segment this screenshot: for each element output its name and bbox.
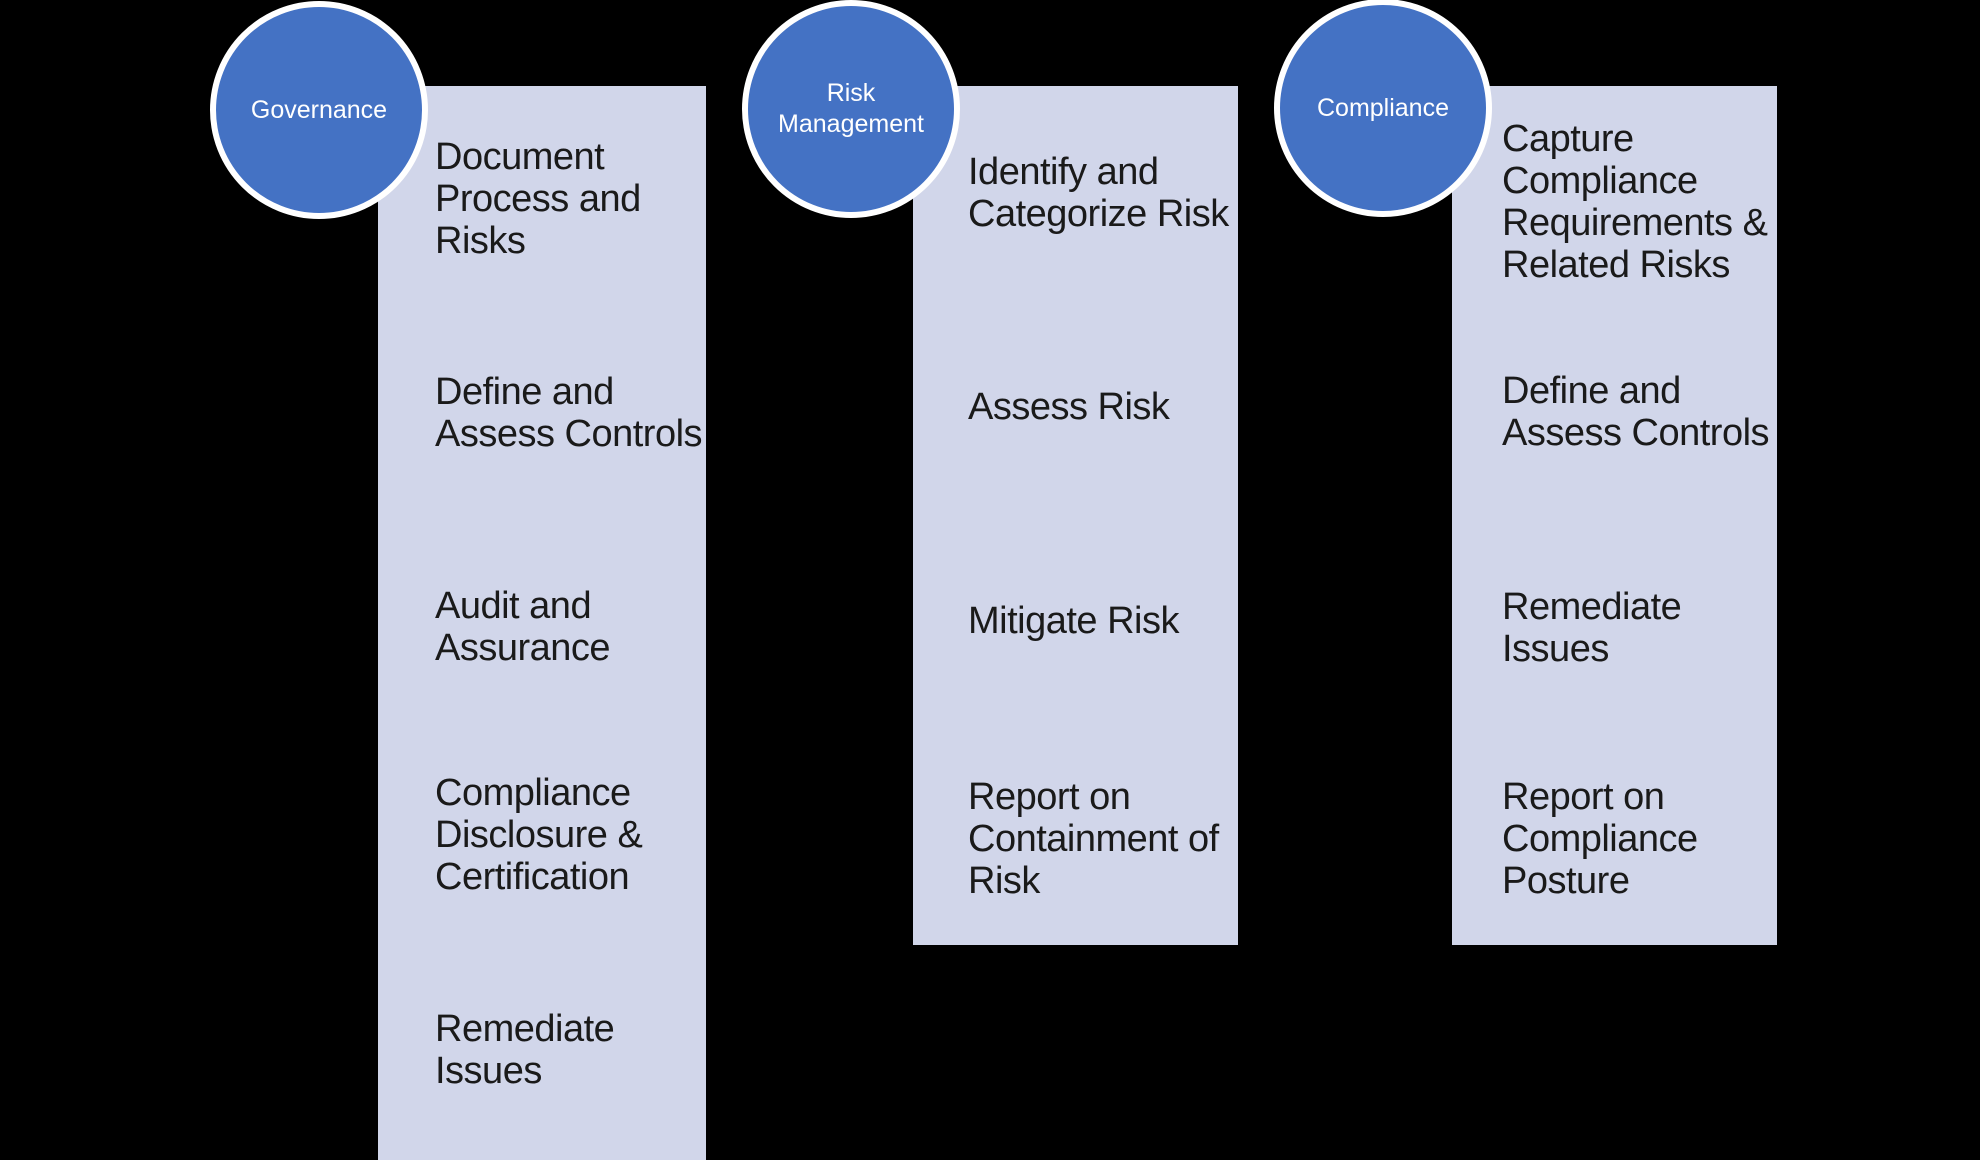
compliance-item-report-on-compliance-posture: Report on Compliance Posture: [1502, 776, 1698, 902]
compliance-panel: Capture Compliance Requirements & Relate…: [1452, 86, 1777, 945]
governance-item-compliance-disclosure-certification: Compliance Disclosure & Certification: [435, 772, 643, 898]
governance-item-define-and-assess-controls: Define and Assess Controls: [435, 371, 703, 455]
compliance-item-capture-compliance-requirements: Capture Compliance Requirements & Relate…: [1502, 118, 1768, 286]
governance-circle: Governance: [210, 1, 428, 219]
governance-item-audit-and-assurance: Audit and Assurance: [435, 585, 611, 669]
risk-management-panel: Identify and Categorize Risk Assess Risk…: [913, 86, 1238, 945]
risk-item-assess-risk: Assess Risk: [968, 386, 1170, 428]
governance-circle-label: Governance: [250, 95, 388, 124]
governance-item-remediate-issues: Remediate Issues: [435, 1008, 615, 1092]
risk-item-identify-and-categorize-risk: Identify and Categorize Risk: [968, 151, 1229, 235]
risk-management-circle: Risk Management: [742, 0, 960, 218]
governance-item-document-process-and-risks: Document Process and Risks: [435, 136, 641, 262]
compliance-item-define-and-assess-controls: Define and Assess Controls: [1502, 370, 1770, 454]
compliance-item-remediate-issues: Remediate Issues: [1502, 586, 1682, 670]
risk-management-circle-label: Risk Management: [778, 79, 924, 138]
risk-item-mitigate-risk: Mitigate Risk: [968, 600, 1180, 642]
compliance-circle: Compliance: [1274, 0, 1492, 217]
governance-panel: Document Process and Risks Define and As…: [378, 86, 706, 1160]
compliance-circle-label: Compliance: [1316, 93, 1449, 122]
risk-item-report-on-containment-of-risk: Report on Containment of Risk: [968, 776, 1219, 902]
